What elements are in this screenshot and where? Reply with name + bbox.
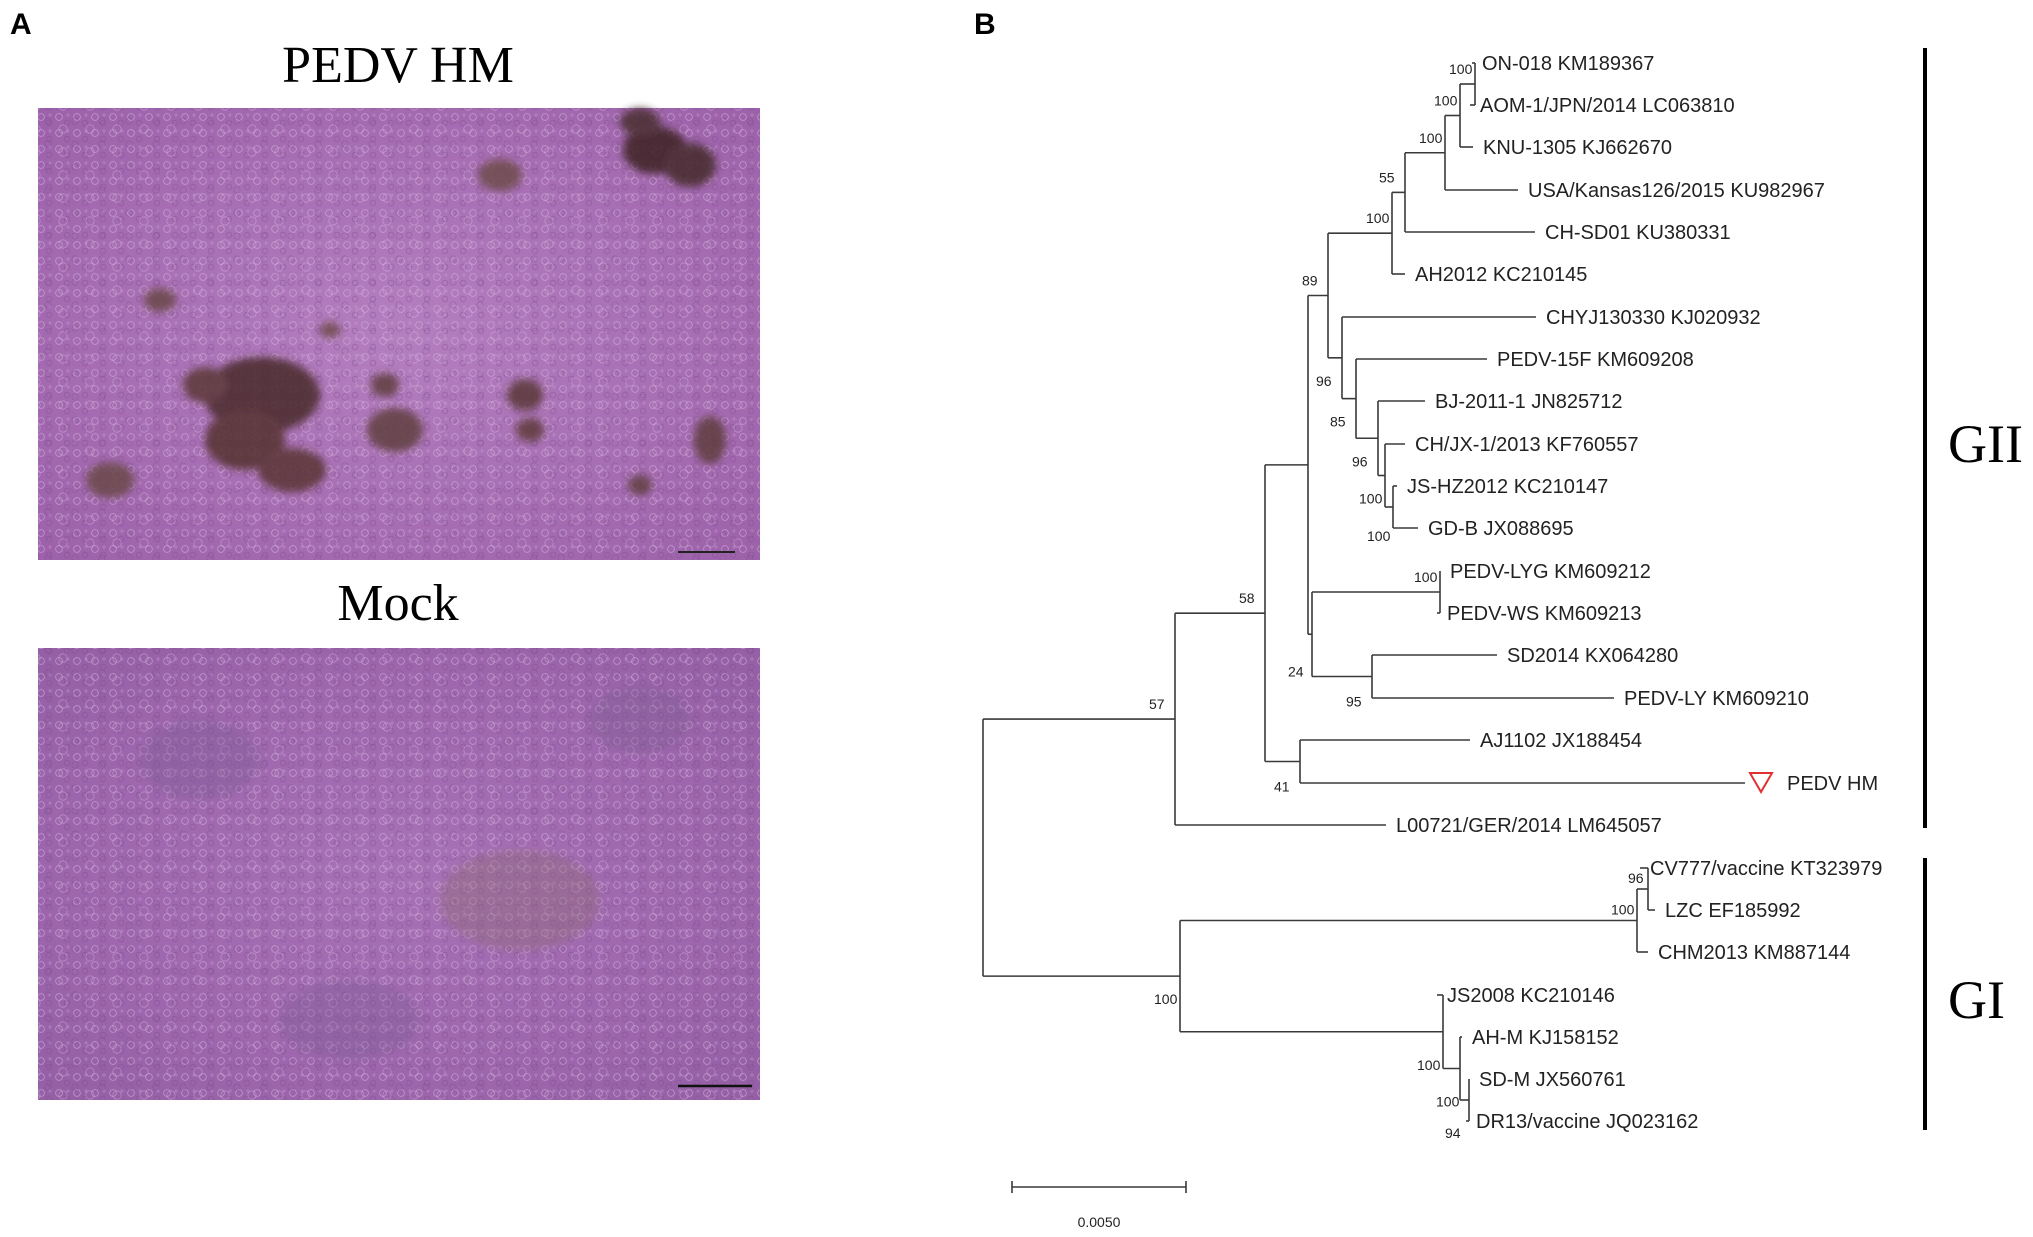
- leaf-label: LZC EF185992: [1665, 900, 1801, 922]
- bootstrap-value: 100: [1359, 491, 1383, 507]
- bootstrap-value: 100: [1449, 61, 1473, 77]
- leaf-label-pedv-hm: PEDV HM: [1787, 773, 1878, 795]
- bootstrap-value: 96: [1628, 870, 1644, 886]
- bootstrap-value: 100: [1417, 1057, 1441, 1073]
- bootstrap-value: 41: [1274, 779, 1290, 795]
- top-micrograph-title: PEDV HM: [282, 37, 514, 94]
- infected-cell-micrograph: [38, 108, 760, 560]
- leaf-label: JS2008 KC210146: [1447, 985, 1615, 1007]
- leaf-label: CH-SD01 KU380331: [1545, 222, 1731, 244]
- leaf-label: L00721/GER/2014 LM645057: [1396, 815, 1662, 837]
- leaf-label: CHM2013 KM887144: [1658, 942, 1850, 964]
- gii-group-label: GII: [1948, 414, 2023, 474]
- bootstrap-value: 100: [1367, 528, 1391, 544]
- leaf-label: PEDV-15F KM609208: [1497, 349, 1694, 371]
- leaf-label: AH2012 KC210145: [1415, 264, 1587, 286]
- tree-bootstrap-values: 100 100 100 55 100 100 100 96 85 96 89 100 95 24 41 58 5…: [1149, 61, 1644, 1141]
- bootstrap-value: 100: [1419, 130, 1443, 146]
- leaf-label: CV777/vaccine KT323979: [1650, 858, 1882, 880]
- bootstrap-value: 96: [1316, 373, 1332, 389]
- bootstrap-value: 24: [1288, 663, 1304, 679]
- leaf-label: ON-018 KM189367: [1482, 53, 1654, 75]
- bootstrap-value: 100: [1366, 210, 1390, 226]
- bootstrap-value: 58: [1239, 590, 1255, 606]
- bottom-micrograph-title: Mock: [337, 575, 458, 632]
- scale-bar: [1011, 1181, 1187, 1193]
- leaf-label: BJ-2011-1 JN825712: [1435, 391, 1623, 413]
- leaf-label: SD2014 KX064280: [1507, 645, 1678, 667]
- bootstrap-value: 95: [1346, 694, 1362, 710]
- leaf-label: AH-M KJ158152: [1472, 1027, 1619, 1049]
- leaf-label: AJ1102 JX188454: [1480, 730, 1642, 752]
- gi-group-label: GI: [1948, 970, 2005, 1030]
- leaf-label: GD-B JX088695: [1428, 518, 1574, 540]
- bootstrap-value: 89: [1302, 273, 1318, 289]
- leaf-label: PEDV-LY KM609210: [1624, 688, 1809, 710]
- leaf-label: PEDV-WS KM609213: [1447, 603, 1642, 625]
- bootstrap-value: 55: [1379, 169, 1395, 185]
- leaf-label: KNU-1305 KJ662670: [1483, 137, 1672, 159]
- bootstrap-value: 100: [1154, 991, 1178, 1007]
- bootstrap-value: 85: [1330, 414, 1346, 430]
- bootstrap-value: 100: [1436, 1094, 1460, 1110]
- panel-b-label: B: [974, 8, 996, 41]
- scale-bar-label: 0.0050: [1078, 1214, 1121, 1230]
- bootstrap-value: 100: [1434, 93, 1458, 109]
- leaf-label: JS-HZ2012 KC210147: [1407, 476, 1608, 498]
- phylogenetic-tree: [982, 62, 1745, 1122]
- leaf-label: DR13/vaccine JQ023162: [1476, 1111, 1698, 1133]
- bootstrap-value: 100: [1611, 902, 1635, 918]
- highlight-triangle-icon: [1748, 772, 1774, 794]
- leaf-label: CHYJ130330 KJ020932: [1546, 307, 1761, 329]
- mock-cell-micrograph: [38, 648, 760, 1100]
- bootstrap-value: 96: [1352, 453, 1368, 469]
- panel-a-label: A: [10, 8, 32, 41]
- leaf-label: SD-M JX560761: [1479, 1069, 1626, 1091]
- leaf-label: USA/Kansas126/2015 KU982967: [1528, 180, 1825, 202]
- leaf-label: PEDV-LYG KM609212: [1450, 561, 1651, 583]
- bootstrap-value: 57: [1149, 696, 1165, 712]
- bootstrap-value: 100: [1414, 569, 1438, 585]
- leaf-label: CH/JX-1/2013 KF760557: [1415, 434, 1638, 456]
- leaf-label: AOM-1/JPN/2014 LC063810: [1480, 95, 1735, 117]
- bootstrap-value: 94: [1445, 1125, 1461, 1141]
